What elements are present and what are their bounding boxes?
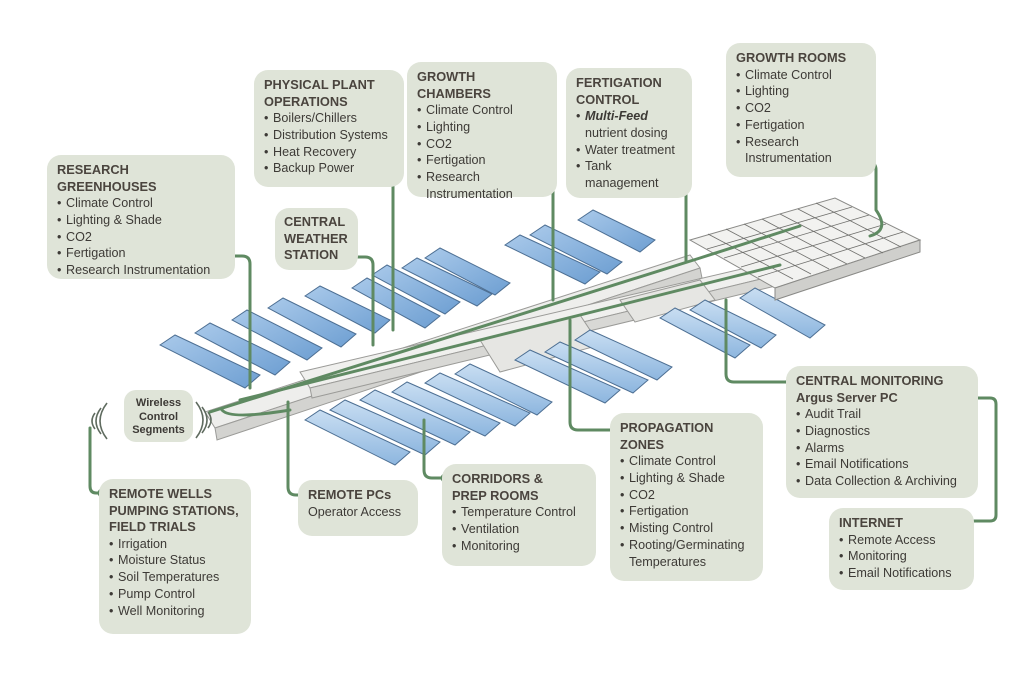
list-item: Temperature Control (452, 504, 586, 521)
list-item: CO2 (57, 229, 225, 246)
remote-pcs-text: Operator Access (308, 504, 402, 519)
list-item: Multi-Feed nutrient dosing (576, 108, 682, 142)
list-item: Fertigation (417, 152, 547, 169)
list-item: Backup Power (264, 160, 394, 177)
list-item: Climate Control (57, 195, 225, 212)
physical-plant-title: PHYSICAL PLANT OPERATIONS (264, 77, 375, 109)
propagation-zones-title: PROPAGATION ZONES (620, 420, 714, 452)
list-item: Distribution Systems (264, 127, 394, 144)
list-item: Monitoring (452, 538, 586, 555)
remote-pcs-box: REMOTE PCs Operator Access (298, 480, 418, 536)
growth-chambers-box: GROWTH CHAMBERS Climate Control Lighting… (407, 62, 557, 201)
list-item: Research Instrumentation (417, 169, 547, 203)
argus-server-subtitle: Argus Server PC (796, 389, 898, 405)
central-monitoring-box: CENTRAL MONITORING Argus Server PC Audit… (786, 366, 978, 498)
research-greenhouses-box: RESEARCH GREENHOUSES Climate Control Lig… (47, 155, 235, 279)
fertigation-control-box: FERTIGATION CONTROL Multi-Feed nutrient d… (566, 68, 692, 198)
list-item: Lighting (736, 83, 866, 100)
list-item: CO2 (417, 136, 547, 153)
list-item: Research Instrumentation (736, 134, 866, 168)
list-item: Lighting & Shade (57, 212, 225, 229)
list-item: Rooting/Germinating Temperatures (620, 537, 753, 571)
remote-wells-box: REMOTE WELLS PUMPING STATIONS, FIELD TRI… (99, 479, 251, 634)
multi-feed-detail: nutrient dosing (585, 125, 668, 140)
list-item: Alarms (796, 440, 968, 457)
propagation-zones-box: PROPAGATION ZONES Climate Control Lighti… (610, 413, 763, 581)
list-item: Remote Access (839, 532, 964, 549)
growth-rooms-box: GROWTH ROOMS Climate Control Lighting CO… (726, 43, 876, 177)
list-item: CO2 (736, 100, 866, 117)
list-item: Lighting & Shade (620, 470, 753, 487)
list-item: Data Collection & Archiving (796, 473, 968, 490)
list-item: Soil Temperatures (109, 569, 241, 586)
list-item: Climate Control (736, 67, 866, 84)
list-item: Pump Control (109, 586, 241, 603)
multi-feed-emphasis: Multi-Feed (585, 109, 648, 123)
list-item: Audit Trail (796, 406, 968, 423)
list-item: Fertigation (620, 503, 753, 520)
list-item: Fertigation (736, 117, 866, 134)
growth-rooms-title: GROWTH ROOMS (736, 50, 847, 65)
weather-station-box: CENTRAL WEATHER STATION (275, 208, 358, 270)
list-item: Well Monitoring (109, 603, 241, 620)
list-item: Diagnostics (796, 423, 968, 440)
list-item: Misting Control (620, 520, 753, 537)
internet-title: INTERNET (839, 515, 903, 530)
list-item: Lighting (417, 119, 547, 136)
list-item: Water treatment (576, 142, 682, 159)
growth-rooms-block (688, 197, 922, 301)
wireless-signal-icon (91, 401, 212, 440)
list-item: Monitoring (839, 548, 964, 565)
list-item: Moisture Status (109, 552, 241, 569)
list-item: Climate Control (620, 453, 753, 470)
list-item: CO2 (620, 487, 753, 504)
list-item: Research Instrumentation (57, 262, 225, 279)
list-item: Fertigation (57, 245, 225, 262)
fertigation-control-title: FERTIGATION CONTROL (576, 75, 662, 107)
internet-box: INTERNET Remote Access Monitoring Email … (829, 508, 974, 590)
remote-wells-title: REMOTE WELLS PUMPING STATIONS, FIELD TRI… (109, 486, 239, 534)
list-item: Heat Recovery (264, 144, 394, 161)
list-item: Email Notifications (839, 565, 964, 582)
list-item: Climate Control (417, 102, 547, 119)
corridors-box: CORRIDORS & PREP ROOMS Temperature Contr… (442, 464, 596, 566)
research-greenhouses-title: RESEARCH GREENHOUSES (57, 162, 157, 194)
list-item: Tank management (576, 158, 682, 192)
physical-plant-box: PHYSICAL PLANT OPERATIONS Boilers/Chille… (254, 70, 404, 187)
list-item: Email Notifications (796, 456, 968, 473)
list-item: Ventilation (452, 521, 586, 538)
list-item: Boilers/Chillers (264, 110, 394, 127)
central-monitoring-title: CENTRAL MONITORING (796, 373, 944, 388)
list-item: Irrigation (109, 536, 241, 553)
growth-chambers-title: GROWTH CHAMBERS (417, 69, 491, 101)
corridors-title: CORRIDORS & PREP ROOMS (452, 471, 544, 503)
wireless-segments-box: Wireless Control Segments (124, 390, 193, 442)
remote-pcs-title: REMOTE PCs (308, 487, 392, 502)
weather-station-title: CENTRAL WEATHER STATION (284, 214, 348, 262)
